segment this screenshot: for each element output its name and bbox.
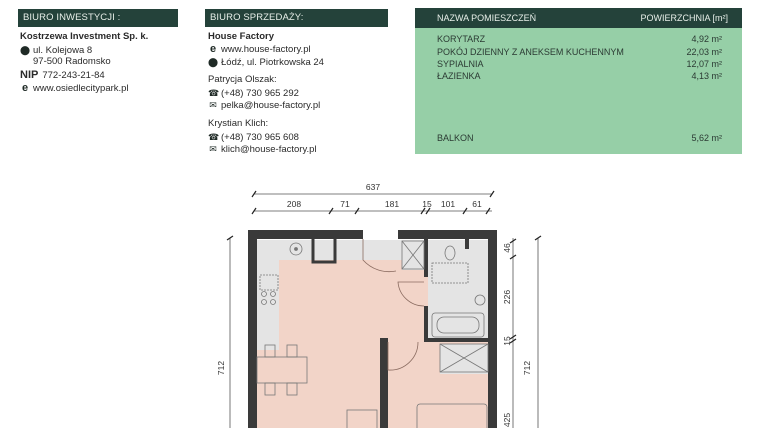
envelope-icon: ✉ (209, 144, 217, 154)
svg-text:712: 712 (522, 361, 532, 375)
svg-text:181: 181 (385, 199, 399, 209)
contact-phone-1[interactable]: ☎(+48) 730 965 292 (208, 88, 299, 99)
web-e-icon: e (21, 82, 29, 94)
svg-text:226: 226 (502, 290, 512, 304)
sales-company: House Factory (208, 31, 274, 42)
phone-icon: ☎ (208, 88, 220, 98)
svg-text:71: 71 (340, 199, 350, 209)
contact-phone-2[interactable]: ☎(+48) 730 965 608 (208, 132, 299, 143)
svg-text:712: 712 (216, 361, 226, 375)
sales-header: BIURO SPRZEDAŻY: (205, 9, 388, 27)
svg-text:61: 61 (472, 199, 482, 209)
svg-text:46: 46 (502, 243, 512, 253)
investor-address-line2: 97-500 Radomsko (33, 56, 111, 67)
contact-email-2[interactable]: ✉klich@house-factory.pl (209, 144, 317, 155)
svg-text:425: 425 (502, 413, 512, 427)
investor-company: Kostrzewa Investment Sp. k. (20, 31, 149, 42)
sales-address: ⬤Łódź, ul. Piotrkowska 24 (208, 57, 324, 68)
svg-text:15: 15 (502, 336, 512, 346)
location-pin-icon: ⬤ (208, 57, 219, 67)
phone-icon: ☎ (208, 132, 220, 142)
contact-email-1[interactable]: ✉pelka@house-factory.pl (209, 100, 321, 111)
contact-name-2: Krystian Klich: (208, 118, 269, 129)
rooms-header-name: NAZWA POMIESZCZEŃ (437, 13, 537, 23)
location-pin-icon: ⬤ (20, 45, 31, 55)
rooms-table-header: NAZWA POMIESZCZEŃ POWIERZCHNIA [m²] (415, 8, 742, 28)
envelope-icon: ✉ (209, 100, 217, 110)
dim-total-width: 637 (366, 182, 380, 192)
contact-name-1: Patrycja Olszak: (208, 74, 277, 85)
investor-header: BIURO INWESTYCJI : (18, 9, 178, 27)
svg-text:208: 208 (287, 199, 301, 209)
svg-text:101: 101 (441, 199, 455, 209)
investor-address: ⬤ul. Kolejowa 8 (20, 45, 93, 56)
svg-text:15: 15 (422, 199, 432, 209)
web-e-icon: e (209, 43, 217, 55)
rooms-header-area: POWIERZCHNIA [m²] (640, 13, 729, 23)
